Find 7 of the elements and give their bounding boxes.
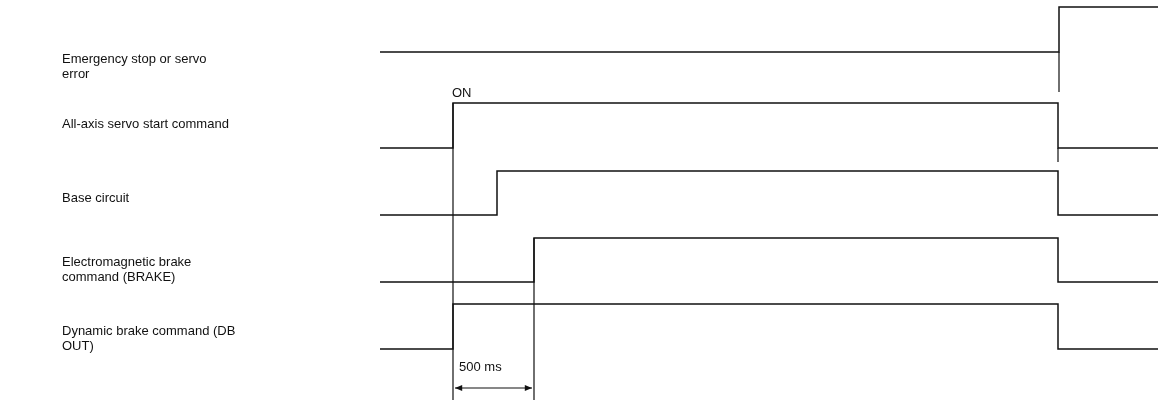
dimension-label: 500 ms	[459, 359, 503, 374]
state-label: ON	[452, 85, 473, 100]
signal-name: All-axis servo start command	[62, 116, 230, 131]
signal-name: Emergency stop or servo error	[62, 51, 208, 81]
signal-name: Base circuit	[62, 190, 131, 205]
signal-name: Dynamic brake command (DB OUT)	[62, 323, 237, 353]
signal-name: Electromagnetic brake command (BRAKE)	[62, 254, 193, 284]
